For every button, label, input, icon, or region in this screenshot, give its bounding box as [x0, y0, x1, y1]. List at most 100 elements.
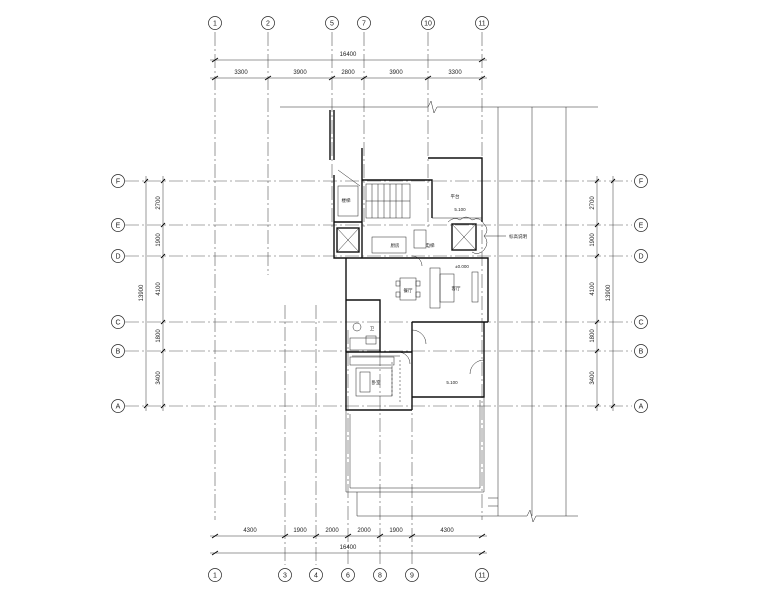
- svg-text:11: 11: [478, 573, 485, 580]
- svg-text:E: E: [639, 223, 644, 230]
- dimension-label: 3300: [234, 70, 248, 76]
- left-axis-bubbles: F E D C B A: [111, 174, 125, 413]
- furniture: [349, 229, 485, 402]
- dimension-label: 2800: [341, 70, 355, 76]
- top-dimensions: 16400 3300 3900 2800 3900 3300: [210, 52, 487, 81]
- top-axis-bubbles: 1 2 5 7 10 11: [208, 16, 489, 30]
- dimension-label: 1900: [389, 528, 403, 534]
- svg-text:1: 1: [213, 573, 217, 580]
- axis-bubble: 1: [208, 16, 222, 30]
- svg-text:11: 11: [478, 21, 485, 28]
- svg-text:6: 6: [346, 573, 350, 580]
- room-label: 厨房: [391, 242, 400, 249]
- axis-bubble: F: [111, 174, 125, 188]
- svg-text:8: 8: [378, 573, 382, 580]
- dimension-label: 3900: [389, 70, 403, 76]
- room-label: 楼梯: [342, 197, 351, 204]
- dimension-label: 4100: [156, 282, 162, 296]
- room-label: 卫: [370, 326, 375, 331]
- axis-bubble: 2: [261, 16, 275, 30]
- axis-bubble: 4: [309, 568, 323, 582]
- dimension-label: 4100: [590, 282, 596, 296]
- svg-text:B: B: [639, 349, 644, 356]
- dimension-label: 1800: [590, 329, 596, 343]
- svg-text:F: F: [116, 179, 120, 186]
- left-total-dimension: 13900: [139, 284, 145, 301]
- building-walls: [329, 110, 489, 493]
- svg-text:9: 9: [410, 573, 414, 580]
- axis-bubble: E: [111, 218, 125, 232]
- dimension-label: 2000: [325, 528, 339, 534]
- svg-text:C: C: [115, 320, 120, 327]
- axis-bubble: A: [634, 399, 648, 413]
- bottom-axis-bubbles: 1 3 4 6 8 9 11: [208, 568, 489, 582]
- dimension-label: 4300: [440, 528, 454, 534]
- svg-text:10: 10: [424, 21, 432, 28]
- axis-bubble: 10: [421, 16, 435, 30]
- elevation-label: 5.100: [454, 207, 466, 212]
- axis-bubble: 11: [475, 568, 489, 582]
- dimension-label: 2000: [357, 528, 371, 534]
- right-axis-bubbles: F E D C B A: [634, 174, 648, 413]
- room-labels: 平台 5.100 楼梯 厨房 电梯 ±0.000 餐厅 客厅 卫 卧室 5.10…: [342, 193, 528, 386]
- svg-text:D: D: [115, 254, 120, 261]
- axis-bubble: D: [634, 249, 648, 263]
- dimension-label: 3300: [448, 70, 462, 76]
- axis-bubble: C: [111, 315, 125, 329]
- dimension-label: 1900: [590, 233, 596, 247]
- axis-bubble: F: [634, 174, 648, 188]
- room-label: 餐厅: [404, 287, 413, 294]
- axis-bubble: E: [634, 218, 648, 232]
- axis-bubble: 11: [475, 16, 489, 30]
- room-label: 平台: [451, 193, 460, 200]
- axis-bubble: B: [634, 344, 648, 358]
- side-note-label: 标高说明: [509, 233, 527, 240]
- room-label: 卧室: [372, 379, 381, 386]
- left-dimensions: 2700 1900 4100 1800 3400 13900: [139, 176, 166, 411]
- elevator-right: [447, 216, 488, 254]
- elevation-label: 5.100: [446, 380, 458, 385]
- svg-text:D: D: [638, 254, 643, 261]
- bottom-total-dimension: 16400: [340, 545, 357, 551]
- axis-bubble: 8: [373, 568, 387, 582]
- room-label: 电梯: [426, 242, 435, 249]
- svg-text:7: 7: [362, 21, 366, 28]
- dimension-label: 2700: [590, 196, 596, 210]
- top-total-dimension: 16400: [340, 52, 357, 58]
- dimension-label: 3400: [590, 371, 596, 385]
- elevator-left: [336, 227, 360, 253]
- axis-bubble: 3: [278, 568, 292, 582]
- svg-text:E: E: [116, 223, 121, 230]
- context-outline: [280, 100, 598, 523]
- dimension-label: 1900: [293, 528, 307, 534]
- axis-grid: [125, 32, 632, 565]
- axis-bubble: 1: [208, 568, 222, 582]
- elevation-label: ±0.000: [455, 264, 469, 269]
- axis-bubble: 7: [357, 16, 371, 30]
- room-label: 客厅: [452, 285, 461, 292]
- axis-bubble: D: [111, 249, 125, 263]
- svg-text:4: 4: [314, 573, 318, 580]
- right-dimensions: 2700 1900 4100 1800 3400 13900: [590, 176, 616, 411]
- svg-text:A: A: [639, 404, 644, 411]
- axis-bubble: B: [111, 344, 125, 358]
- dimension-label: 2700: [156, 196, 162, 210]
- dimension-label: 3400: [156, 371, 162, 385]
- dimension-label: 3900: [293, 70, 307, 76]
- svg-text:C: C: [638, 320, 643, 327]
- dimension-label: 1800: [156, 329, 162, 343]
- dimension-label: 4300: [243, 528, 257, 534]
- right-total-dimension: 13900: [606, 284, 612, 301]
- axis-bubble: A: [111, 399, 125, 413]
- svg-text:B: B: [116, 349, 121, 356]
- axis-bubble: 9: [405, 568, 419, 582]
- svg-text:A: A: [116, 404, 121, 411]
- svg-text:5: 5: [330, 21, 334, 28]
- svg-text:2: 2: [266, 21, 270, 28]
- dimension-label: 1900: [156, 233, 162, 247]
- axis-bubble: 6: [341, 568, 355, 582]
- axis-bubble: 5: [325, 16, 339, 30]
- svg-text:3: 3: [283, 573, 287, 580]
- svg-text:F: F: [639, 179, 643, 186]
